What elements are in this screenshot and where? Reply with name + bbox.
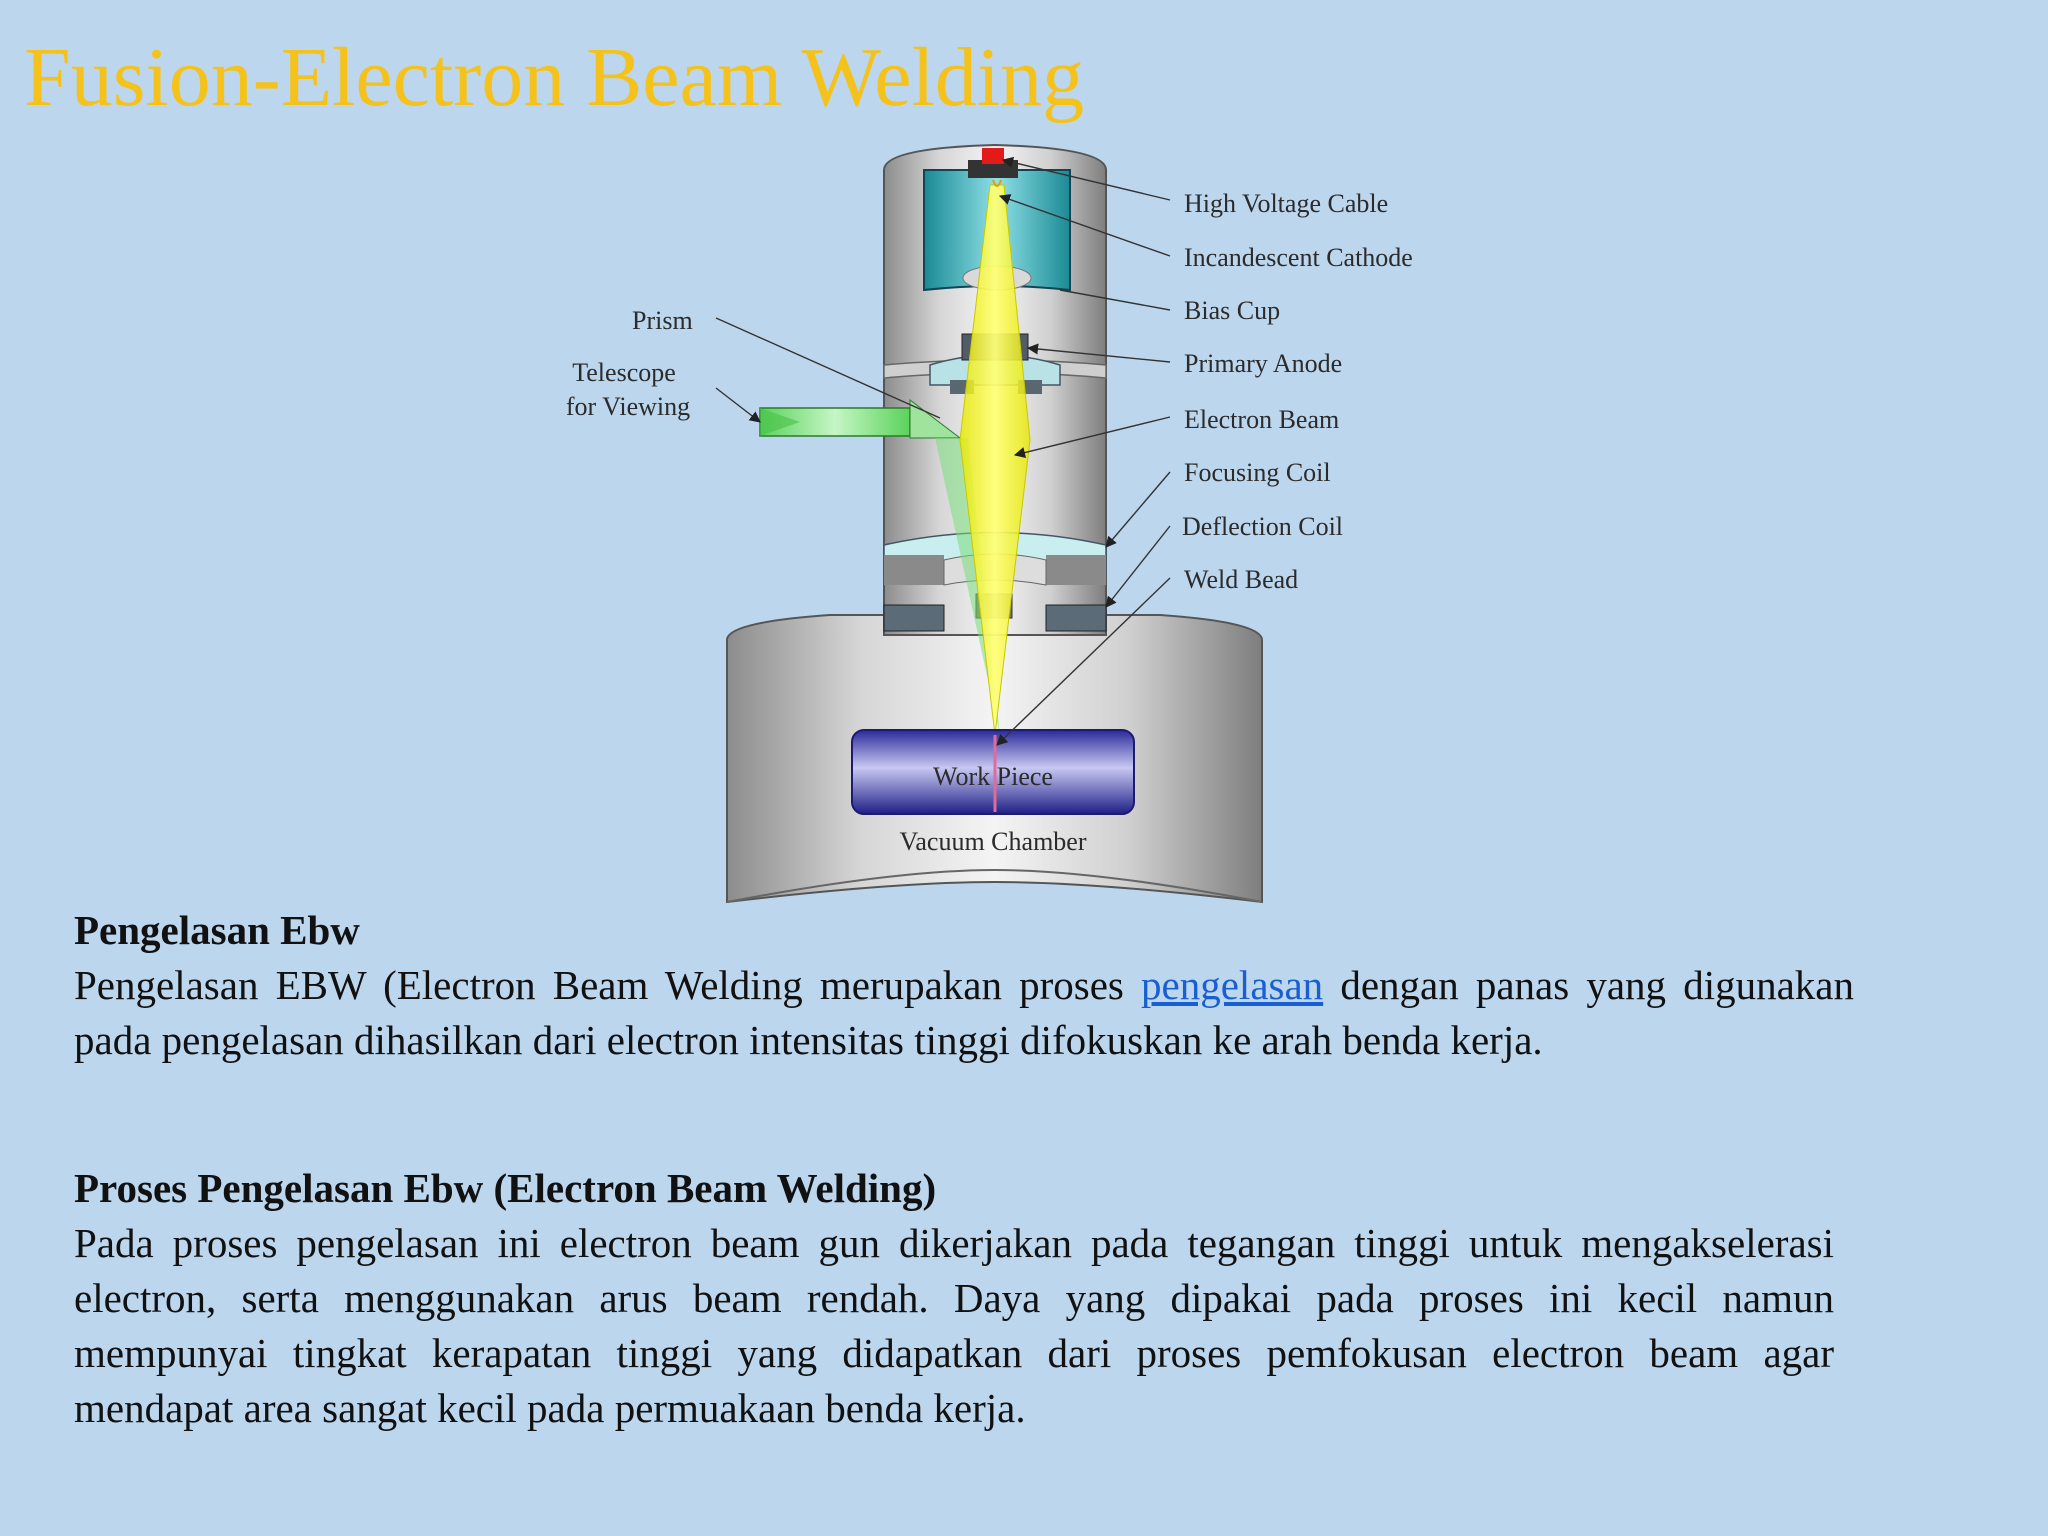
vacuum-chamber-label: Vacuum Chamber — [899, 827, 1086, 856]
work-piece: Work Piece — [851, 729, 1135, 815]
label-telescope-line1: Telescope — [572, 358, 676, 387]
section-proses-pengelasan: Proses Pengelasan Ebw (Electron Beam Wel… — [74, 1161, 1834, 1436]
ebw-diagram: Work Piece Vacuum Chamber High Voltage C… — [566, 143, 1413, 904]
section-pengelasan-ebw: Pengelasan Ebw Pengelasan EBW (Electron … — [74, 903, 1854, 1068]
label-electron-beam: Electron Beam — [1184, 405, 1339, 434]
pengelasan-link[interactable]: pengelasan — [1141, 962, 1324, 1008]
section1-text-after: dengan panas yang digunakan pada pengela… — [74, 962, 1854, 1063]
section1-text-before: Pengelasan EBW (Electron Beam Welding me… — [74, 962, 1142, 1008]
section2-paragraph: Pada proses pengelasan ini electron beam… — [74, 1220, 1834, 1431]
label-primary-anode: Primary Anode — [1184, 349, 1342, 378]
section1-heading: Pengelasan Ebw — [74, 907, 360, 953]
label-deflection-coil: Deflection Coil — [1182, 512, 1343, 541]
label-high-voltage-cable: High Voltage Cable — [1184, 189, 1388, 218]
label-telescope-line2: for Viewing — [566, 392, 690, 421]
leader-lines — [715, 156, 1171, 746]
section1-paragraph: Pengelasan EBW (Electron Beam Welding me… — [74, 958, 1854, 1068]
telescope — [759, 398, 1000, 735]
label-bias-cup: Bias Cup — [1184, 296, 1280, 325]
label-weld-bead: Weld Bead — [1184, 565, 1298, 594]
label-prism: Prism — [632, 306, 693, 335]
electron-beam — [959, 179, 1031, 736]
section2-heading: Proses Pengelasan Ebw (Electron Beam Wel… — [74, 1165, 937, 1211]
label-focusing-coil: Focusing Coil — [1184, 458, 1331, 487]
work-piece-label: Work Piece — [933, 762, 1053, 791]
slide-title: Fusion-Electron Beam Welding — [24, 31, 1085, 124]
label-incandescent-cathode: Incandescent Cathode — [1184, 243, 1413, 272]
